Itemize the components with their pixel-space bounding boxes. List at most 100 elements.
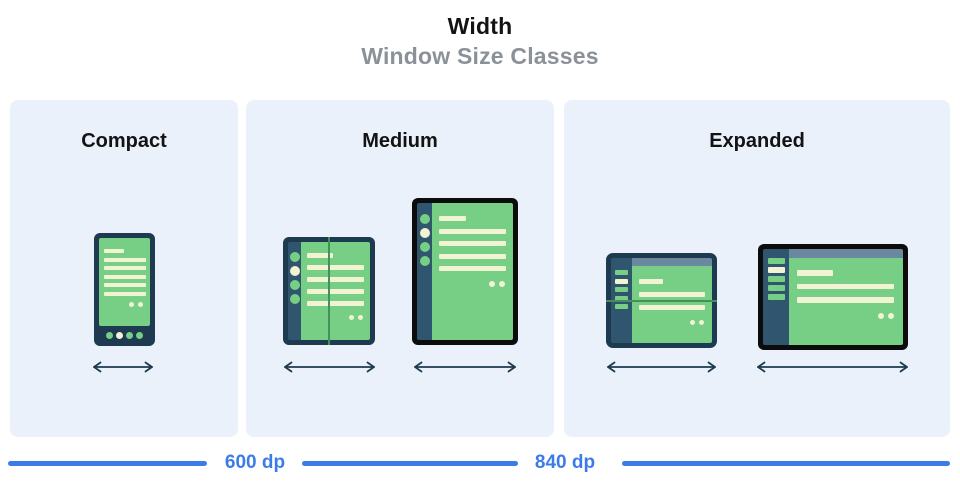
panel-medium-label: Medium — [362, 130, 438, 152]
nav-rail — [417, 203, 432, 340]
breakpoint-label-600dp: 600 dp — [224, 452, 286, 473]
text-placeholder-line — [639, 305, 705, 310]
menu-bar-placeholder — [767, 276, 785, 282]
nav-dot-icon — [116, 331, 123, 339]
phone-nav-bar — [99, 326, 150, 346]
action-dots — [307, 315, 366, 320]
text-placeholder-line — [104, 249, 124, 253]
text-placeholder-line — [639, 279, 663, 284]
text-placeholder-line — [307, 265, 364, 270]
rail-dot-icon — [289, 280, 300, 290]
panel-expanded: Expanded — [564, 100, 950, 437]
diagram-subtitle: Window Size Classes — [361, 43, 599, 69]
fold-crease-line — [328, 237, 330, 345]
action-dot-icon — [699, 320, 704, 325]
menu-bar-placeholder — [615, 270, 628, 275]
text-placeholder-line — [439, 241, 506, 246]
rail-dot-icon — [419, 242, 430, 252]
phone-device-illustration — [94, 233, 155, 346]
panel-compact-label: Compact — [81, 130, 167, 152]
action-dot-icon — [690, 320, 695, 325]
nav-dot-icon — [126, 331, 133, 339]
ruler-line-segment — [8, 461, 207, 466]
tablet-screen — [432, 203, 513, 340]
breakpoint-label-840dp: 840 dp — [534, 452, 596, 473]
width-arrow-icon — [93, 361, 153, 373]
text-placeholder-line — [797, 283, 894, 289]
menu-bar-placeholder — [615, 287, 628, 292]
action-dot-icon — [499, 280, 505, 287]
width-arrow-icon — [607, 361, 716, 373]
ruler-line-segment — [622, 461, 950, 466]
foldable-display — [288, 242, 370, 340]
text-placeholder-line — [307, 301, 364, 306]
rail-dot-icon — [419, 214, 430, 224]
content-area — [789, 258, 903, 345]
text-placeholder-line — [307, 253, 333, 258]
action-dot-icon — [358, 315, 363, 320]
width-arrow-icon — [757, 361, 908, 373]
text-placeholder-line — [104, 257, 146, 262]
width-arrow-icon — [414, 361, 516, 373]
content-area — [632, 266, 712, 343]
landscape-foldable-illustration — [606, 253, 717, 348]
menu-bar-placeholder — [767, 258, 785, 264]
action-dot-icon — [888, 312, 894, 319]
text-placeholder-line — [104, 291, 146, 296]
landscape-foldable-display — [611, 258, 712, 343]
action-dot-icon — [129, 302, 134, 307]
foldable-device-illustration — [283, 237, 375, 345]
action-dots — [104, 302, 146, 307]
sidebar-menu — [763, 249, 789, 345]
text-placeholder-line — [797, 297, 894, 303]
nav-dot-icon — [106, 331, 113, 339]
menu-bar-placeholder — [615, 278, 628, 284]
menu-bar-placeholder — [767, 267, 785, 273]
action-dots — [797, 312, 897, 319]
rail-dot-icon — [289, 294, 300, 304]
rail-dot-icon — [419, 228, 430, 238]
menu-bar-placeholder — [615, 304, 628, 309]
rail-dot-icon — [419, 256, 430, 266]
text-placeholder-line — [307, 277, 364, 282]
nav-rail — [288, 242, 301, 340]
text-placeholder-line — [104, 274, 146, 279]
menu-bar-placeholder — [767, 294, 785, 300]
text-placeholder-line — [439, 216, 466, 221]
tablet-device-illustration — [412, 198, 518, 345]
panel-expanded-label: Expanded — [709, 130, 805, 152]
action-dot-icon — [878, 312, 884, 319]
desktop-device-illustration — [758, 244, 908, 350]
diagram-title: Width — [447, 13, 513, 39]
action-dot-icon — [349, 315, 354, 320]
text-placeholder-line — [639, 292, 705, 297]
foldable-screen — [301, 242, 370, 340]
text-placeholder-line — [439, 266, 506, 271]
action-dots — [639, 320, 707, 325]
content-pane — [632, 258, 712, 343]
rail-dot-icon — [289, 266, 300, 276]
action-dots — [439, 280, 508, 287]
phone-screen — [99, 238, 150, 326]
text-placeholder-line — [104, 266, 146, 270]
text-placeholder-line — [439, 253, 506, 259]
content-pane — [789, 249, 903, 345]
text-placeholder-line — [439, 228, 506, 234]
text-placeholder-line — [797, 270, 833, 276]
text-placeholder-line — [307, 289, 364, 294]
menu-bar-placeholder — [767, 285, 785, 291]
app-topbar — [789, 249, 903, 258]
nav-dot-icon — [136, 331, 143, 339]
menu-bar-placeholder — [615, 295, 628, 301]
panel-compact: Compact — [10, 100, 238, 437]
text-placeholder-line — [104, 283, 146, 287]
action-dot-icon — [138, 302, 143, 307]
width-arrow-icon — [284, 361, 375, 373]
app-topbar — [632, 258, 712, 266]
panel-medium: Medium — [246, 100, 554, 437]
ruler-line-segment — [302, 461, 518, 466]
rail-dot-icon — [289, 252, 300, 262]
action-dot-icon — [489, 280, 495, 287]
fold-crease-line — [606, 300, 717, 302]
